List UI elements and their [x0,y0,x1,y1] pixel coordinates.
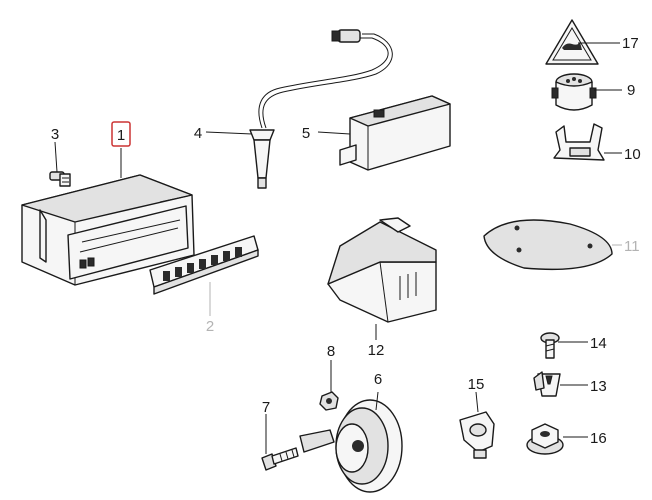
callout-11[interactable]: 11 [624,238,640,255]
cable-clip-part[interactable] [459,411,495,459]
screw-part-3[interactable] [49,171,71,187]
housing-bracket-part[interactable] [327,217,437,323]
callout-15[interactable]: 15 [468,376,485,393]
callout-12[interactable]: 12 [368,342,385,359]
nut-part-8[interactable] [319,391,339,411]
cover-plate-part[interactable] [483,219,613,271]
callout-5[interactable]: 5 [302,125,310,142]
bolt-part[interactable] [261,447,299,471]
warning-triangle-part[interactable] [545,19,599,65]
callout-16[interactable]: 16 [590,430,607,447]
leader-lines [54,42,622,454]
selected-callout-highlight [111,121,131,147]
callout-10[interactable]: 10 [624,146,641,163]
callout-14[interactable]: 14 [590,335,607,352]
callout-2[interactable]: 2 [206,318,214,335]
callout-7[interactable]: 7 [262,399,270,416]
bracket-part-10[interactable] [553,123,605,161]
screw-part-14[interactable] [540,332,560,359]
control-unit-part[interactable] [21,174,195,286]
sensor-cable-part[interactable] [249,29,393,189]
horn-part[interactable] [299,399,403,493]
callout-13[interactable]: 13 [590,378,607,395]
callout-9[interactable]: 9 [627,82,635,99]
clip-nut-part[interactable] [533,371,561,397]
callout-3[interactable]: 3 [51,126,59,143]
callout-17[interactable]: 17 [622,35,639,52]
callout-4[interactable]: 4 [194,125,202,142]
flange-nut-part[interactable] [526,423,564,455]
callout-8[interactable]: 8 [327,343,335,360]
connector-part-9[interactable] [551,73,597,111]
module-part[interactable] [339,95,451,171]
callout-labels: 1 2 3 4 5 6 7 8 9 10 11 12 13 14 15 16 1… [51,35,641,447]
callout-1[interactable]: 1 [117,127,125,144]
callout-6[interactable]: 6 [374,371,382,388]
switch-strip-part[interactable] [149,235,259,295]
